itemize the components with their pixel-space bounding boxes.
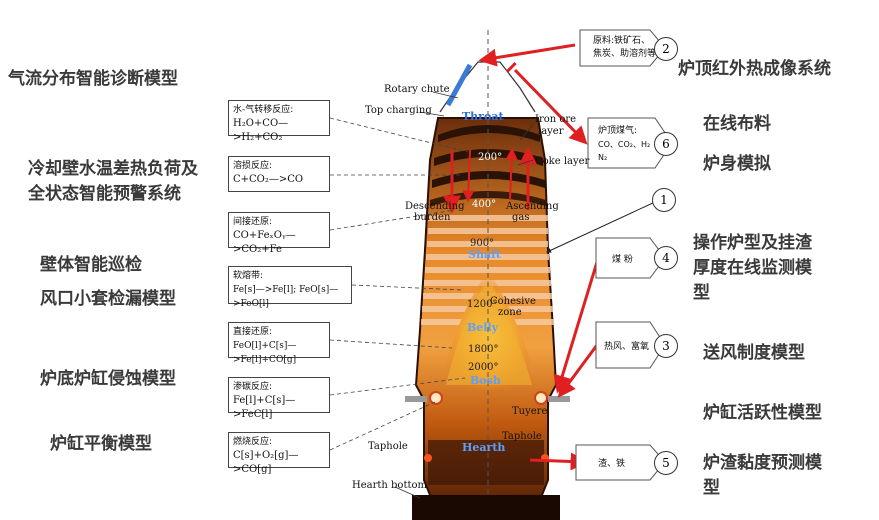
reaction-carburization: 渗碳反应: Fe[l]+C[s]—>FeC[l] [228, 377, 330, 420]
label-shaft: Shaft [468, 248, 501, 261]
callout-top-gas-line2: N₂ [598, 153, 608, 162]
number-5: 5 [654, 451, 678, 475]
label-descending-2: burden [414, 212, 451, 223]
model-profile-line1: 操作炉型及挂渣 [693, 233, 812, 253]
tuyere-right [534, 391, 548, 405]
callout-slag-iron: 渣、铁 [598, 459, 626, 469]
callout-raw-materials-line1: 原料:铁矿石、 [593, 36, 651, 46]
reaction-water-gas-shift: 水-气转移反应: H₂O+CO—>H₂+CO₂ [228, 100, 330, 143]
label-tuyere: Tuyere [512, 406, 548, 417]
label-bosh: Bosh [470, 374, 501, 387]
number-1: 1 [652, 188, 676, 212]
callout-4-shape [595, 237, 666, 279]
callout-top-gas-title: 炉顶煤气: [598, 126, 638, 136]
model-slag-viscosity-line2: 型 [703, 478, 720, 498]
reaction-direct-reduction: 直接还原: FeO[l]+C[s]—>Fe[l]+CO[g] [228, 322, 330, 365]
callout-raw-materials: 原料:铁矿石、 焦炭、助溶剂等 [593, 35, 656, 61]
tuyere-left [429, 391, 443, 405]
number-6: 6 [654, 132, 678, 156]
model-top-infrared: 炉顶红外热成像系统 [678, 59, 831, 79]
hearth-bottom [412, 495, 560, 520]
label-temp-400: 400° [472, 199, 497, 210]
label-temp-1200: 1200° [467, 299, 498, 310]
reaction-combustion: 燃烧反应: C[s]+O₂[g]—>CO[g] [228, 432, 330, 475]
label-hearth: Hearth [462, 441, 506, 454]
model-online-charging: 在线布料 [703, 114, 771, 134]
reaction-title: 渗碳反应: [233, 382, 273, 392]
label-taphole-right: Taphole [502, 431, 542, 442]
label-temp-900: 900° [470, 238, 495, 249]
model-airflow-diagnosis: 气流分布智能诊断模型 [8, 69, 178, 89]
callout-pulverized-coal: 煤 粉 [612, 255, 633, 265]
label-iron-ore-layer-1: Iron ore [535, 114, 577, 125]
model-profile-line3: 型 [693, 283, 710, 303]
model-blast-regime: 送风制度模型 [703, 343, 805, 363]
model-hearth-balance: 炉缸平衡模型 [50, 434, 152, 454]
label-temp-200: 200° [478, 152, 503, 163]
label-taphole-left: Taphole [368, 441, 408, 452]
label-cohesive-1: Cohesive [490, 296, 536, 307]
label-descending-1: Descending [405, 201, 465, 212]
reaction-equation: Fe[l]+C[s]—>FeC[l] [233, 395, 296, 420]
callout-raw-materials-line2: 焦炭、助溶剂等 [593, 49, 657, 59]
label-temp-2000: 2000° [468, 362, 499, 373]
reaction-title: 燃烧反应: [233, 437, 273, 447]
reaction-equation: H₂O+CO—>H₂+CO₂ [233, 118, 289, 143]
reaction-equation: C[s]+O₂[g]—>CO[g] [233, 450, 299, 475]
number-2: 2 [654, 37, 678, 61]
label-cohesive-2: zone [498, 307, 522, 318]
label-iron-ore-layer-2: layer [538, 126, 564, 137]
reaction-title: 直接还原: [233, 327, 273, 337]
callout-top-gas: 炉顶煤气: CO、CO₂、H₂ N₂ [598, 125, 650, 164]
label-belly: Belly [467, 321, 499, 334]
label-ascending-1: Ascending [506, 201, 559, 212]
number-4: 4 [654, 246, 678, 270]
reaction-solution-loss: 溶损反应: C+CO₂—>CO [228, 156, 330, 192]
label-hearth-bottom: Hearth bottom [352, 480, 427, 491]
reaction-cohesive-zone: 软熔带: Fe[s]—>Fe[l]; FeO[s]—>FeO[l] [228, 266, 352, 309]
model-hearth-activity: 炉缸活跃性模型 [703, 403, 822, 423]
label-rotary-chute: Rotary chute [384, 84, 450, 95]
rotary-chute [445, 63, 473, 107]
label-throat: Throat [462, 110, 504, 123]
model-cooling-stave-line2: 全状态智能预警系统 [28, 184, 181, 204]
model-cooling-stave-line1: 冷却壁水温差热负荷及 [28, 159, 198, 179]
model-hearth-erosion: 炉底炉缸侵蚀模型 [40, 369, 176, 389]
callout-hot-blast: 热风、富氧 [604, 342, 650, 352]
label-ascending-2: gas [512, 212, 530, 223]
reaction-title: 间接还原: [233, 217, 273, 227]
label-temp-1800: 1800° [468, 344, 499, 355]
reaction-indirect-reduction: 间接还原: CO+FeₓOᵧ—>CO₂+Fe [228, 212, 330, 255]
model-slag-viscosity-line1: 炉渣黏度预测模 [703, 453, 822, 473]
reaction-equation: CO+FeₓOᵧ—>CO₂+Fe [233, 230, 296, 255]
model-shaft-simulation: 炉身模拟 [703, 154, 771, 174]
reaction-title: 溶损反应: [233, 161, 273, 171]
number-3: 3 [654, 334, 678, 358]
callout-top-gas-line1: CO、CO₂、H₂ [598, 140, 651, 149]
reaction-equation: C+CO₂—>CO [233, 174, 304, 185]
model-wall-inspection: 壁体智能巡检 [40, 255, 142, 275]
label-coke-layer: Coke layer [535, 156, 590, 167]
model-profile-line2: 厚度在线监测模 [693, 258, 812, 278]
reaction-equation: Fe[s]—>Fe[l]; FeO[s]—>FeO[l] [233, 285, 339, 309]
label-top-charging: Top charging [365, 105, 432, 116]
reaction-title: 水-气转移反应: [233, 105, 294, 115]
reaction-equation: FeO[l]+C[s]—>Fe[l]+CO[g] [233, 341, 297, 365]
reaction-title: 软熔带: [233, 271, 264, 281]
model-tuyere-leak: 风口小套检漏模型 [40, 289, 176, 309]
callout-3-shape [595, 321, 666, 369]
